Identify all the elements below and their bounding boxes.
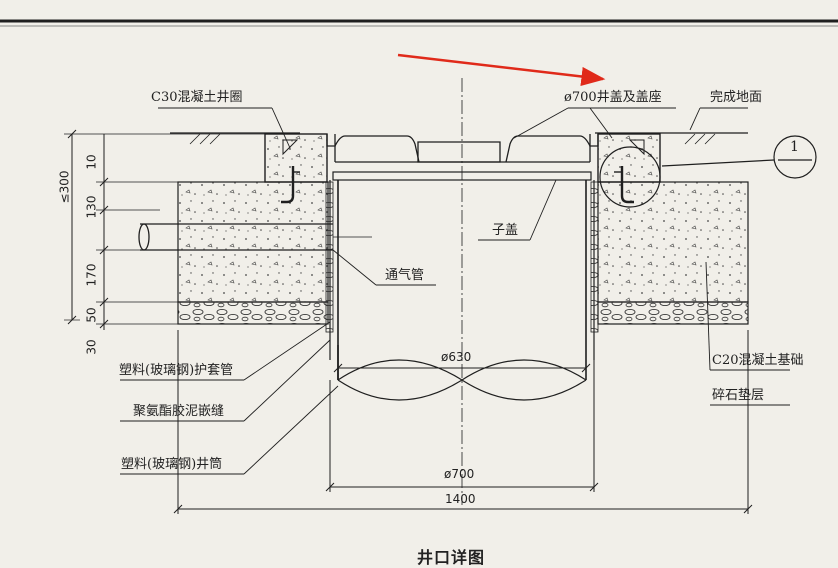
label-vent-pipe: 通气管 — [385, 268, 425, 283]
gravel-layer — [177, 301, 749, 325]
dim-inner-dia: ø630 — [441, 350, 472, 364]
dim-10: 10 — [84, 154, 99, 170]
dim-50: 50 — [84, 307, 99, 323]
dim-170: 170 — [84, 263, 99, 287]
shaft — [325, 171, 599, 401]
label-gravel: 碎石垫层 — [712, 388, 765, 403]
label-base: C20混凝土基础 — [712, 353, 804, 368]
label-ring: C30混凝土井圈 — [151, 90, 243, 105]
ground-surface — [170, 132, 748, 145]
concrete-base — [177, 181, 749, 303]
well-ring — [264, 133, 661, 204]
detail-circle — [599, 135, 817, 208]
cover-frame — [326, 134, 599, 163]
dim-30: 30 — [84, 339, 99, 355]
label-sleeve: 塑料(玻璃钢)护套管 — [119, 363, 234, 378]
label-shaft: 塑料(玻璃钢)井筒 — [121, 457, 223, 472]
label-ground: 完成地面 — [710, 90, 763, 105]
dim-130: 130 — [84, 195, 99, 219]
vertical-dims — [64, 129, 300, 330]
label-cover: ø700井盖及盖座 — [564, 90, 662, 105]
dim-outer-dia: ø700 — [444, 467, 475, 481]
callout-number: 1 — [790, 139, 799, 155]
horizontal-dims — [173, 330, 753, 514]
red-arrow — [397, 53, 606, 87]
drawing-caption: 井口详图 — [417, 548, 486, 567]
leader-lines — [120, 107, 790, 475]
dim-width: 1400 — [445, 492, 476, 506]
label-sub-cover: 子盖 — [492, 223, 519, 238]
vent-pipe — [138, 223, 372, 251]
dim-total-height: ≤300 — [57, 170, 72, 204]
label-sealant: 聚氨酯胶泥嵌缝 — [133, 404, 225, 419]
